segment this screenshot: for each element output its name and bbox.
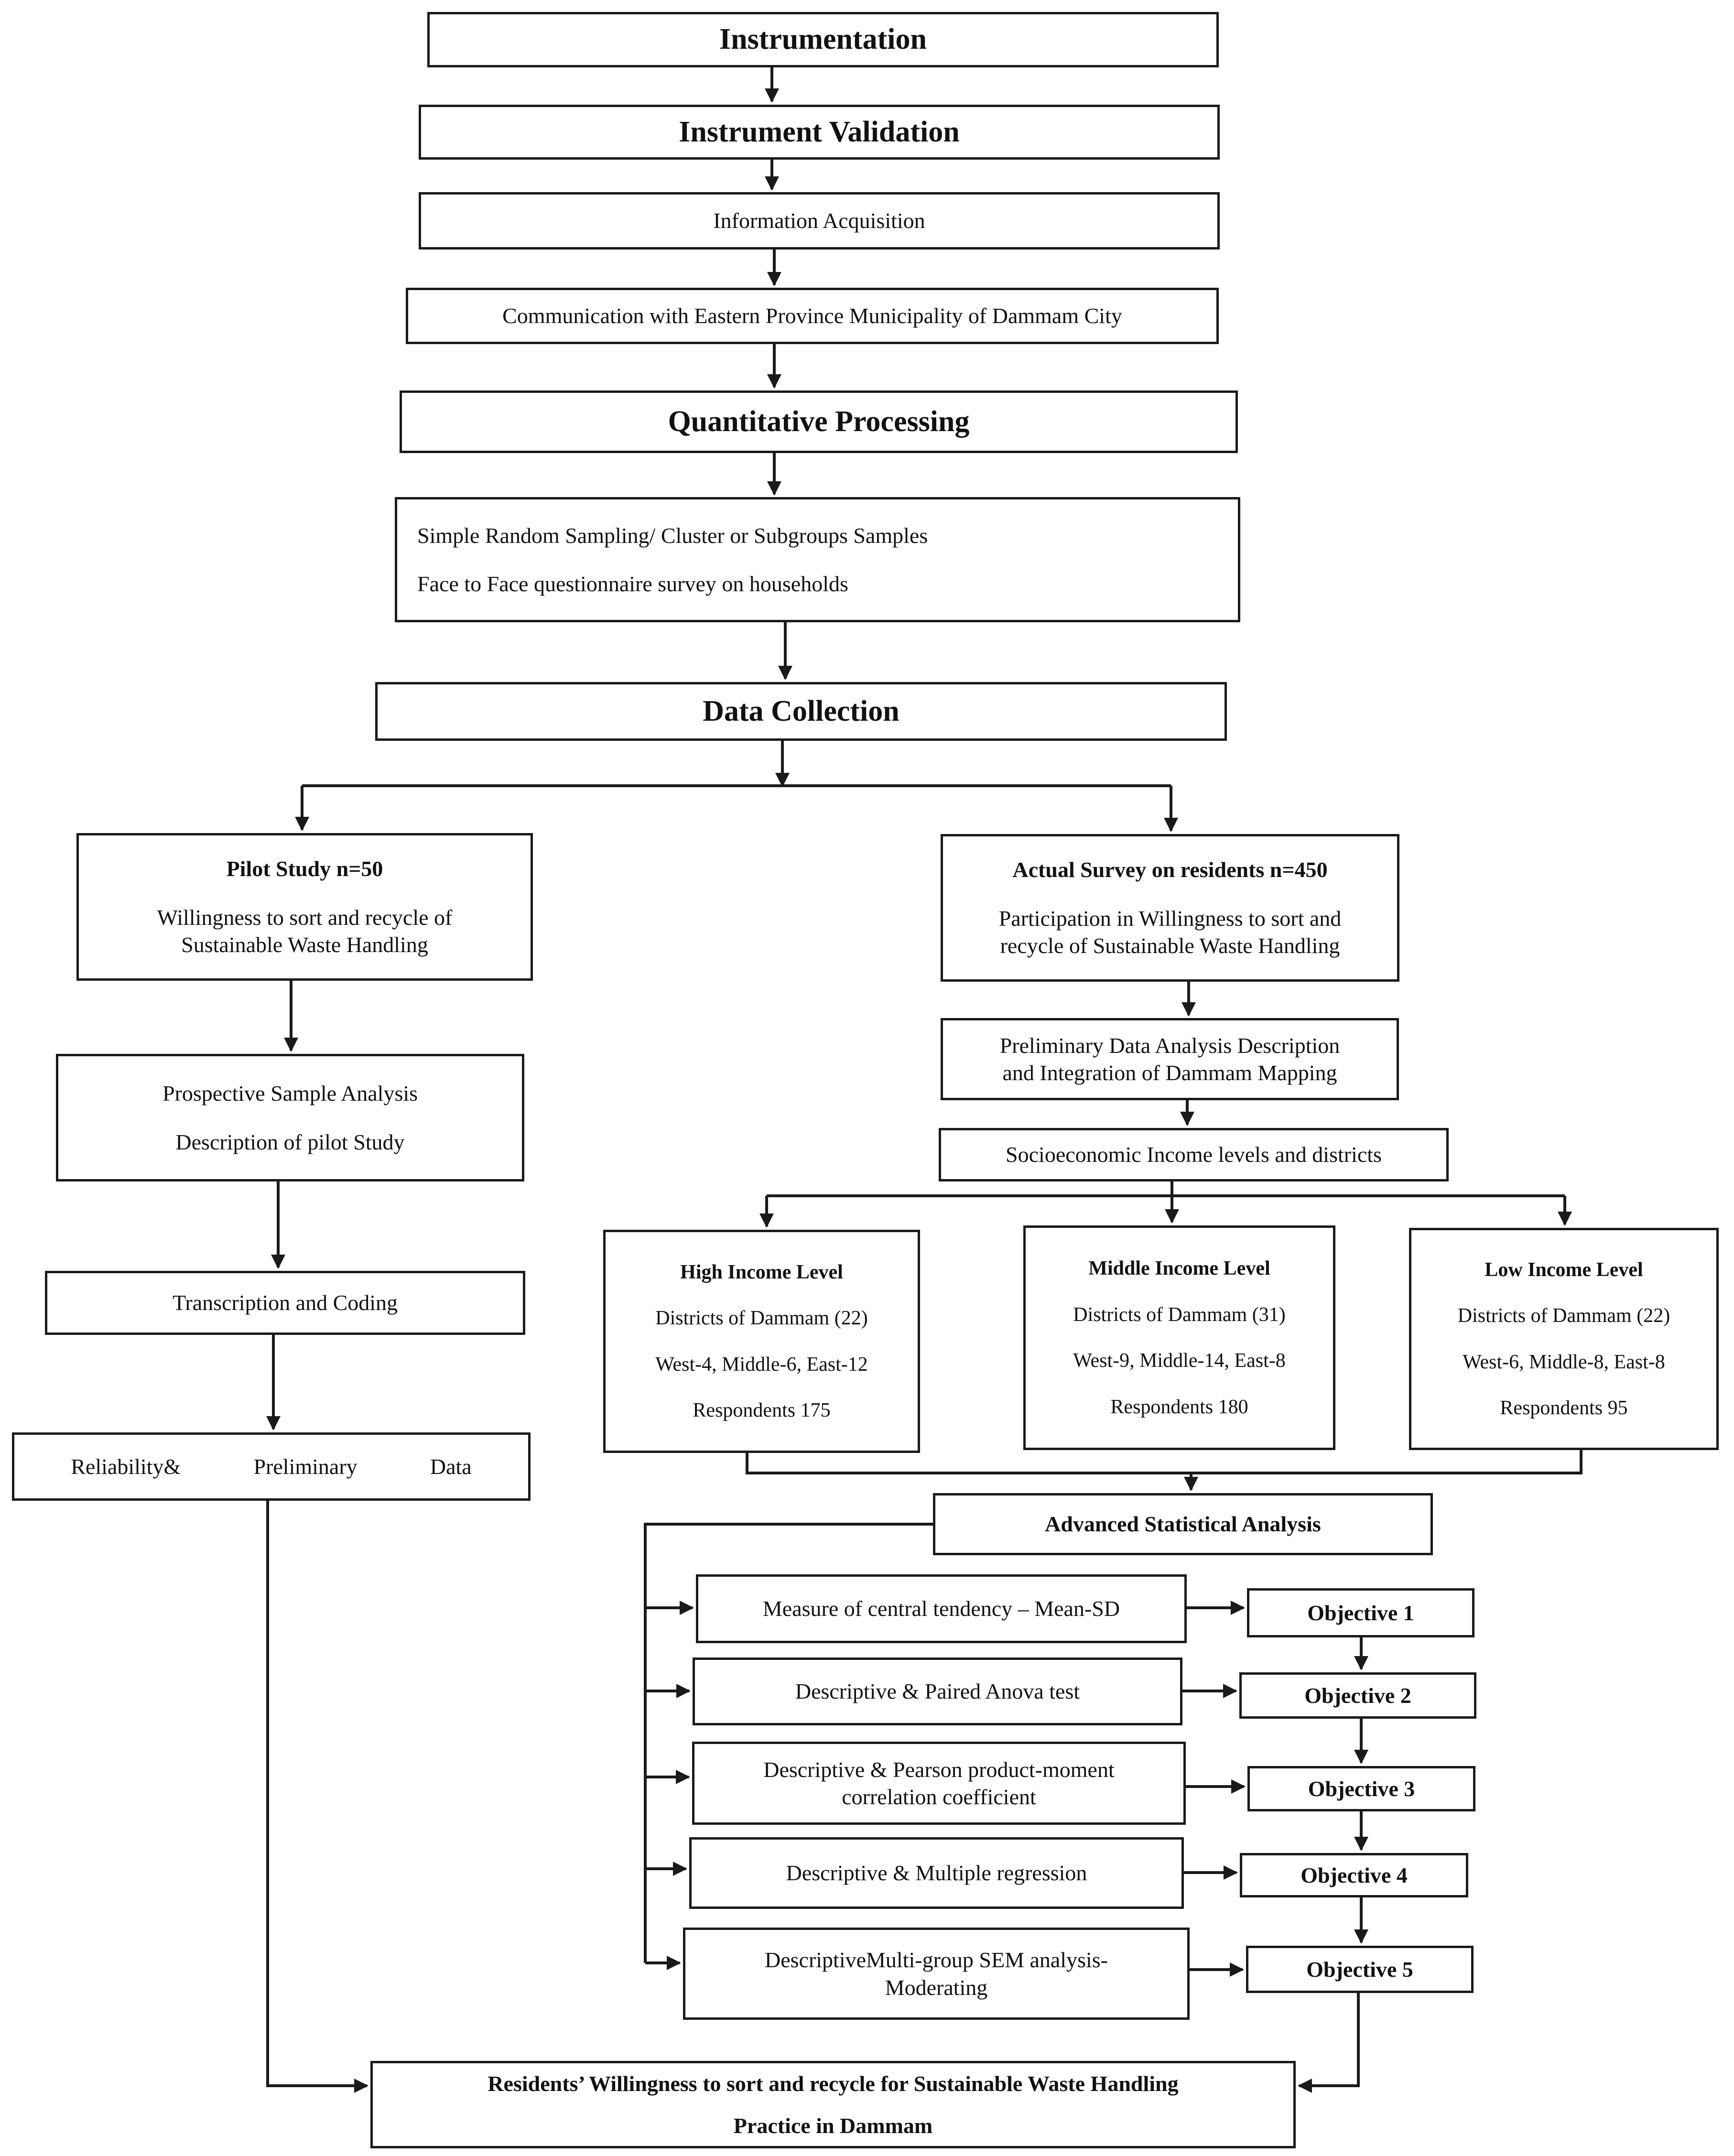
- arrow-reliability-to-final: [266, 1501, 368, 2093]
- income-level-title: Low Income Level: [1485, 1258, 1643, 1281]
- quantitative-processing-box: Quantitative Processing: [400, 390, 1238, 453]
- communication-box: Communication with Eastern Province Muni…: [406, 288, 1219, 344]
- objective-box-5: Objective 5: [1246, 1946, 1474, 1993]
- income-level-respondents: Respondents 175: [693, 1399, 831, 1421]
- preliminary-analysis-box: Preliminary Data Analysis Description an…: [941, 1018, 1399, 1100]
- income-level-split: West-6, Middle-8, East-8: [1463, 1351, 1665, 1373]
- reliability-word-1: Reliability&: [71, 1454, 181, 1479]
- method-box-4: Descriptive & Multiple regression: [689, 1837, 1184, 1909]
- objective-box-4: Objective 4: [1240, 1853, 1468, 1897]
- method-box-3: Descriptive & Pearson product-moment cor…: [692, 1742, 1186, 1825]
- transcription-coding-label: Transcription and Coding: [172, 1290, 398, 1315]
- income-level-split: West-4, Middle-6, East-12: [655, 1353, 868, 1376]
- pilot-study-line-2: Sustainable Waste Handling: [181, 932, 428, 957]
- instrument-validation-box: Instrument Validation: [419, 105, 1220, 160]
- instrument-validation-label: Instrument Validation: [679, 115, 960, 148]
- sampling-line-1: Simple Random Sampling/ Cluster or Subgr…: [417, 523, 928, 548]
- pilot-study-line-1: Willingness to sort and recycle of: [157, 905, 453, 930]
- information-acquisition-label: Information Acquisition: [713, 208, 925, 233]
- objective-label: Objective 5: [1306, 1957, 1413, 1982]
- method-line-1: Descriptive & Pearson product-moment: [763, 1757, 1115, 1782]
- income-level-districts: Districts of Dammam (22): [1457, 1305, 1670, 1327]
- method-line-2: Moderating: [885, 1975, 988, 2000]
- instrumentation-label: Instrumentation: [719, 23, 927, 56]
- method-line-2: correlation coefficient: [842, 1785, 1036, 1809]
- advanced-analysis-box: Advanced Statistical Analysis: [933, 1493, 1433, 1555]
- arrow-advanced-branch: [644, 1523, 933, 1963]
- method-line-1: Descriptive & Multiple regression: [786, 1861, 1087, 1885]
- transcription-coding-box: Transcription and Coding: [45, 1271, 525, 1335]
- method-box-2: Descriptive & Paired Anova test: [693, 1658, 1182, 1725]
- prospective-line-1: Prospective Sample Analysis: [162, 1081, 418, 1105]
- income-level-split: West-9, Middle-14, East-8: [1073, 1350, 1286, 1372]
- objective-label: Objective 3: [1308, 1776, 1415, 1801]
- income-level-respondents: Respondents 180: [1110, 1396, 1248, 1418]
- actual-survey-line-1: Participation in Willingness to sort and: [998, 906, 1342, 931]
- method-box-1: Measure of central tendency – Mean-SD: [696, 1574, 1187, 1643]
- final-outcome-line-2: Practice in Dammam: [733, 2113, 933, 2138]
- quantitative-processing-label: Quantitative Processing: [668, 405, 970, 438]
- final-outcome-line-1: Residents’ Willingness to sort and recyc…: [488, 2071, 1179, 2096]
- arrow-income-merge: [746, 1450, 1582, 1474]
- objective-label: Objective 4: [1300, 1863, 1408, 1887]
- actual-survey-box: Actual Survey on residents n=450 Partici…: [941, 834, 1399, 982]
- reliability-word-3: Data: [430, 1454, 472, 1479]
- final-outcome-box: Residents’ Willingness to sort and recyc…: [370, 2061, 1296, 2148]
- information-acquisition-box: Information Acquisition: [419, 192, 1220, 249]
- prospective-line-2: Description of pilot Study: [175, 1129, 405, 1154]
- income-level-districts: Districts of Dammam (31): [1073, 1303, 1286, 1326]
- method-box-5: DescriptiveMulti-group SEM analysis- Mod…: [683, 1928, 1190, 2020]
- prospective-sample-box: Prospective Sample Analysis Description …: [56, 1054, 524, 1181]
- sampling-box: Simple Random Sampling/ Cluster or Subgr…: [395, 497, 1240, 622]
- method-line-1: Measure of central tendency – Mean-SD: [762, 1596, 1120, 1621]
- reliability-word-2: Preliminary: [253, 1454, 358, 1479]
- preliminary-line-1: Preliminary Data Analysis Description: [999, 1033, 1340, 1058]
- arrow-objective5-to-final: [1298, 1993, 1360, 2093]
- socioeconomic-label: Socioeconomic Income levels and district…: [1006, 1142, 1382, 1167]
- preliminary-line-2: and Integration of Dammam Mapping: [1002, 1061, 1337, 1085]
- income-level-title: High Income Level: [680, 1261, 843, 1283]
- data-collection-box: Data Collection: [375, 682, 1227, 741]
- sampling-line-2: Face to Face questionnaire survey on hou…: [417, 572, 848, 596]
- objective-box-2: Objective 2: [1239, 1672, 1476, 1719]
- income-level-box-low: Low Income Level Districts of Dammam (22…: [1409, 1228, 1719, 1450]
- data-collection-label: Data Collection: [703, 694, 900, 727]
- pilot-study-title: Pilot Study n=50: [226, 856, 383, 881]
- actual-survey-line-2: recycle of Sustainable Waste Handling: [1000, 933, 1340, 958]
- income-level-box-middle: Middle Income Level Districts of Dammam …: [1023, 1225, 1335, 1450]
- communication-label: Communication with Eastern Province Muni…: [502, 303, 1122, 328]
- income-level-districts: Districts of Dammam (22): [655, 1307, 868, 1329]
- actual-survey-title: Actual Survey on residents n=450: [1012, 857, 1328, 882]
- income-level-title: Middle Income Level: [1088, 1257, 1270, 1279]
- income-level-respondents: Respondents 95: [1500, 1397, 1628, 1419]
- income-level-box-high: High Income Level Districts of Dammam (2…: [603, 1230, 920, 1453]
- objective-label: Objective 1: [1307, 1600, 1414, 1625]
- objective-box-1: Objective 1: [1247, 1588, 1474, 1637]
- objective-label: Objective 2: [1304, 1683, 1411, 1708]
- advanced-analysis-label: Advanced Statistical Analysis: [1045, 1512, 1321, 1537]
- pilot-study-box: Pilot Study n=50 Willingness to sort and…: [76, 833, 533, 981]
- instrumentation-box: Instrumentation: [427, 12, 1219, 67]
- method-line-1: DescriptiveMulti-group SEM analysis-: [764, 1948, 1108, 1972]
- socioeconomic-box: Socioeconomic Income levels and district…: [939, 1128, 1449, 1181]
- objective-box-3: Objective 3: [1247, 1766, 1475, 1811]
- method-line-1: Descriptive & Paired Anova test: [795, 1679, 1080, 1704]
- reliability-box: Reliability& Preliminary Data: [12, 1432, 531, 1501]
